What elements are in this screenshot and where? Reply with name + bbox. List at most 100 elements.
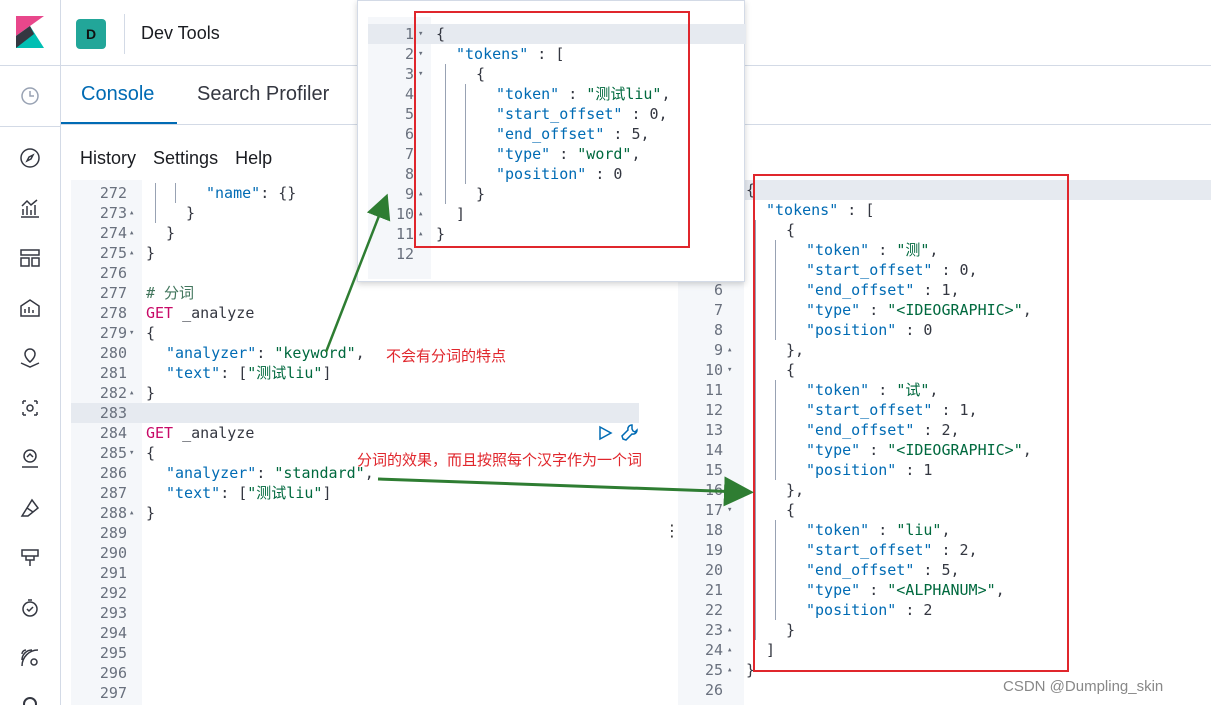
send-request-icon[interactable] xyxy=(597,425,613,441)
fold-expand-icon[interactable]: ▴ xyxy=(727,645,733,655)
fold-expand-icon[interactable]: ▴ xyxy=(129,208,135,218)
fold-collapse-icon[interactable]: ▾ xyxy=(418,69,424,79)
fold-expand-icon[interactable]: ▴ xyxy=(727,345,733,355)
token-punc: { xyxy=(786,361,796,379)
line-number: 26 xyxy=(704,681,723,699)
popup-line: 10▴] xyxy=(368,204,746,224)
token-key: "type" xyxy=(496,145,551,163)
code-text: "analyzer": "standard", xyxy=(146,463,374,483)
code-text: "start_offset" : 2, xyxy=(746,540,978,560)
fold-expand-icon[interactable]: ▴ xyxy=(727,485,733,495)
line-number: 291 xyxy=(99,564,127,582)
editor-line: 295 xyxy=(71,643,659,663)
uptime-icon[interactable] xyxy=(18,546,42,570)
output-line: "token" : "测", xyxy=(678,240,1211,260)
apm-icon[interactable] xyxy=(18,596,42,620)
token-punc: : xyxy=(869,241,897,259)
fold-expand-icon[interactable]: ▴ xyxy=(129,228,135,238)
token-punc: } xyxy=(146,384,156,402)
fold-expand-icon[interactable]: ▴ xyxy=(418,189,424,199)
observability-icon[interactable] xyxy=(18,496,42,520)
menu-history[interactable]: History xyxy=(80,148,137,168)
token-punc: : 1 xyxy=(896,461,933,479)
fold-collapse-icon[interactable]: ▾ xyxy=(129,448,135,458)
line-number: 11 xyxy=(704,381,723,399)
code-text: "start_offset" : 1, xyxy=(746,400,978,420)
token-punc: : 0, xyxy=(622,105,668,123)
menu-settings[interactable]: Settings xyxy=(153,148,219,168)
token-punc: : xyxy=(869,521,897,539)
code-text: GET _analyze xyxy=(146,303,254,323)
output-line: 7"type" : "<IDEOGRAPHIC>", xyxy=(678,300,1211,320)
output-line: 26 xyxy=(678,680,1211,700)
token-key: "end_offset" xyxy=(806,561,915,579)
line-number: 25 xyxy=(704,661,723,679)
popup-line: 1▾{ xyxy=(368,24,746,44)
editor-line: 294 xyxy=(71,623,659,643)
discover-icon[interactable] xyxy=(18,146,42,170)
token-key: "position" xyxy=(806,461,897,479)
fold-collapse-icon[interactable]: ▾ xyxy=(129,328,135,338)
output-active-line xyxy=(678,180,1211,200)
indent-guide xyxy=(465,164,466,184)
ml-icon[interactable] xyxy=(18,396,42,420)
token-key: "type" xyxy=(806,441,861,459)
panel-resize-handle[interactable]: ⋮ xyxy=(664,523,680,540)
token-url: _analyze xyxy=(173,304,255,322)
line-number: 12 xyxy=(704,401,723,419)
code-text: }, xyxy=(746,340,804,360)
kibana-logo-icon[interactable] xyxy=(16,16,44,48)
maps-icon[interactable] xyxy=(18,346,42,370)
tab-console[interactable]: Console xyxy=(81,83,155,105)
fold-expand-icon[interactable]: ▴ xyxy=(129,388,135,398)
indent-guide xyxy=(775,400,776,420)
token-punc: : 1, xyxy=(914,281,960,299)
output-line: 18"token" : "liu", xyxy=(678,520,1211,540)
line-number: 272 xyxy=(99,184,127,202)
line-number: 295 xyxy=(99,644,127,662)
fold-collapse-icon[interactable]: ▾ xyxy=(727,365,733,375)
dashboard-icon[interactable] xyxy=(18,246,42,270)
token-punc: { xyxy=(146,324,156,342)
fold-collapse-icon[interactable]: ▾ xyxy=(418,29,424,39)
token-punc: , xyxy=(364,464,374,482)
fold-expand-icon[interactable]: ▴ xyxy=(129,248,135,258)
management-icon[interactable] xyxy=(18,690,42,705)
visualize-icon[interactable] xyxy=(18,196,42,220)
indent-guide xyxy=(775,580,776,600)
indent-guide xyxy=(155,183,156,203)
token-punc: : xyxy=(256,464,275,482)
code-text: } xyxy=(146,503,155,523)
token-punc: , xyxy=(355,344,365,362)
fold-expand-icon[interactable]: ▴ xyxy=(418,209,424,219)
editor-line: 291 xyxy=(71,563,659,583)
fold-expand-icon[interactable]: ▴ xyxy=(418,229,424,239)
code-text: "type" : "<IDEOGRAPHIC>", xyxy=(746,440,1032,460)
token-key: "type" xyxy=(806,301,861,319)
fleet-icon[interactable] xyxy=(18,646,42,670)
fold-expand-icon[interactable]: ▴ xyxy=(727,625,733,635)
popup-line: 3▾{ xyxy=(368,64,746,84)
token-key: "type" xyxy=(806,581,861,599)
indent-guide xyxy=(465,84,466,104)
line-number: 17 xyxy=(704,501,723,519)
clock-icon[interactable] xyxy=(18,84,42,108)
fold-expand-icon[interactable]: ▴ xyxy=(129,508,135,518)
indent-guide xyxy=(445,64,446,84)
fold-expand-icon[interactable]: ▴ xyxy=(727,665,733,675)
line-number: 11 xyxy=(395,225,414,243)
wrench-icon[interactable] xyxy=(619,423,639,443)
code-text: "token" : "liu", xyxy=(746,520,951,540)
fold-collapse-icon[interactable]: ▾ xyxy=(727,505,733,515)
fold-collapse-icon[interactable]: ▾ xyxy=(418,49,424,59)
graph-icon[interactable] xyxy=(18,446,42,470)
token-punc: , xyxy=(631,145,641,163)
canvas-icon[interactable] xyxy=(18,296,42,320)
menu-help[interactable]: Help xyxy=(235,148,273,168)
indent-guide xyxy=(755,480,756,500)
indent-guide xyxy=(445,84,446,104)
token-punc: { xyxy=(746,181,756,199)
popup-line: 6"end_offset" : 5, xyxy=(368,124,746,144)
space-avatar[interactable]: D xyxy=(76,19,106,49)
tab-search-profiler[interactable]: Search Profiler xyxy=(197,83,330,105)
